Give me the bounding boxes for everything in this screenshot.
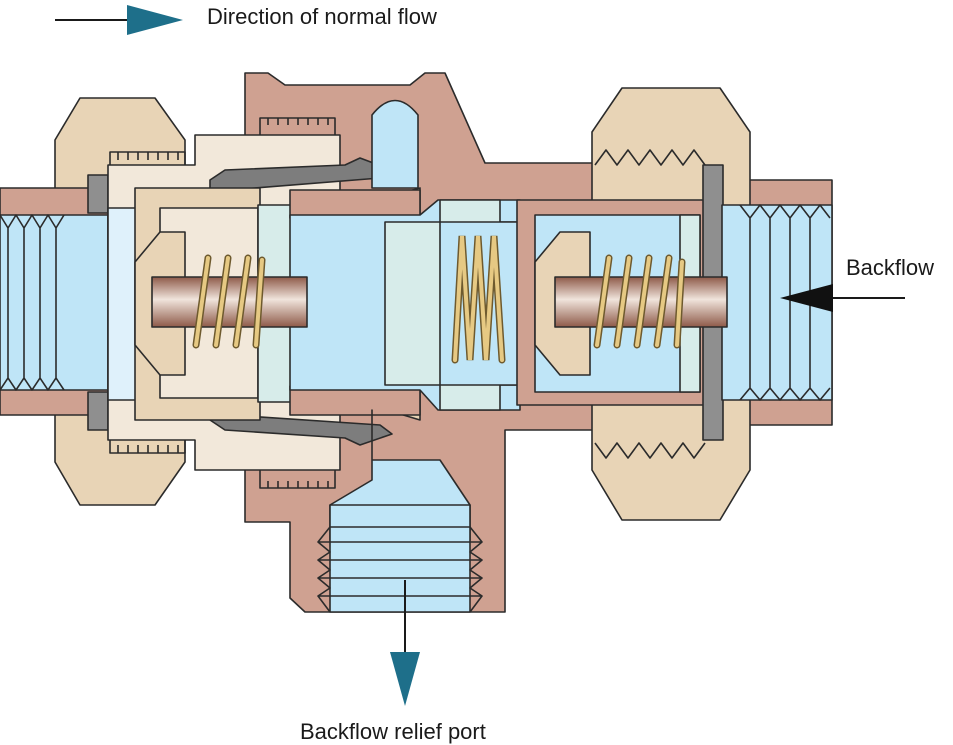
backflow-label: Backflow: [846, 255, 935, 280]
left-coupling-knurl-top: [259, 117, 336, 135]
left-gasket-top: [87, 174, 109, 214]
left-tube-thread: [0, 214, 65, 391]
right-nut-thread-top: [594, 149, 706, 166]
left-gasket-bottom: [87, 391, 109, 431]
relief-port-thread: [317, 526, 483, 613]
left-sleeve-knurl-bottom: [109, 440, 186, 454]
relief-port-label: Backflow relief port: [300, 719, 486, 744]
upper-fluid-dome: [371, 99, 419, 189]
left-coupling-knurl-bottom: [259, 470, 336, 489]
relief-arrow-head-icon: [390, 652, 420, 706]
backflow-arrow-head-icon: [780, 284, 833, 312]
left-sleeve-knurl-top: [109, 151, 186, 165]
left-inner-flange-top: [289, 189, 421, 219]
left-poppet-stem: [151, 276, 308, 328]
legend-arrow-head-icon: [127, 5, 183, 35]
right-nut-thread-bottom: [594, 442, 706, 459]
legend-direction-label: Direction of normal flow: [207, 4, 437, 29]
left-tube-bore: [0, 214, 109, 391]
right-tube-thread: [739, 204, 831, 401]
